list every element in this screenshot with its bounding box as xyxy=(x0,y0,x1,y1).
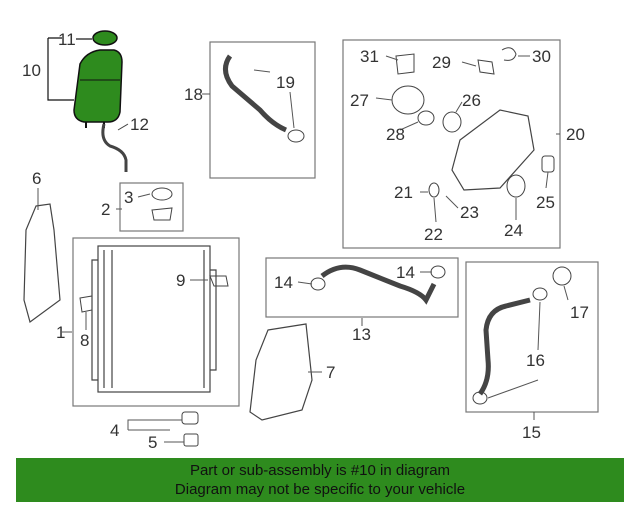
callout-9: 9 xyxy=(176,271,185,290)
air-guide-7[interactable] xyxy=(249,323,313,421)
connector-17[interactable] xyxy=(552,266,572,286)
callout-10: 10 xyxy=(22,61,41,80)
hose-group-box-13 xyxy=(265,257,459,318)
callout-20: 20 xyxy=(566,125,585,144)
clip-9[interactable] xyxy=(209,275,229,287)
bracket-3[interactable] xyxy=(151,187,173,201)
reservoir-cap-11[interactable] xyxy=(92,30,118,46)
callout-22: 22 xyxy=(424,225,443,244)
callout-15: 15 xyxy=(522,423,541,442)
callout-5: 5 xyxy=(148,433,157,452)
callout-11: 11 xyxy=(58,30,76,49)
parts-diagram: 1 2 3 4 5 6 7 8 9 10 11 12 13 14 14 15 1… xyxy=(22,30,599,452)
clamp-14-left[interactable] xyxy=(310,277,326,291)
radiator-group-box-1 xyxy=(72,237,240,407)
callout-1: 1 xyxy=(56,323,65,342)
callout-29: 29 xyxy=(432,53,451,72)
clamp-16-upper[interactable] xyxy=(532,287,548,301)
air-guide-6[interactable] xyxy=(23,203,61,324)
callout-24: 24 xyxy=(504,221,523,240)
banner-line-2: Diagram may not be specific to your vehi… xyxy=(174,481,466,498)
clamp-14-right[interactable] xyxy=(430,265,446,279)
callout-30: 30 xyxy=(532,47,551,66)
clip-30[interactable] xyxy=(501,47,517,61)
sensor-29[interactable] xyxy=(477,59,495,75)
overflow-hose-12[interactable] xyxy=(101,123,128,172)
callout-4: 4 xyxy=(110,421,119,440)
thermostat-group-box-20 xyxy=(342,39,561,249)
drain-plug-4[interactable] xyxy=(181,411,199,425)
callout-17: 17 xyxy=(570,303,589,322)
thermostat-26[interactable] xyxy=(442,111,462,133)
hose-19[interactable] xyxy=(223,54,288,133)
callout-2: 2 xyxy=(101,200,110,219)
hose-15[interactable] xyxy=(477,297,531,396)
callout-27: 27 xyxy=(350,91,369,110)
thermostat-housing[interactable] xyxy=(451,109,535,191)
callout-16: 16 xyxy=(526,351,545,370)
callout-23: 23 xyxy=(460,203,479,222)
reservoir-tank-10[interactable] xyxy=(73,49,123,128)
callout-12: 12 xyxy=(130,115,149,134)
bracket-31[interactable] xyxy=(395,53,415,75)
callout-19: 19 xyxy=(276,73,295,92)
bracket-8[interactable] xyxy=(79,295,93,313)
callout-6: 6 xyxy=(32,169,41,188)
callout-14-left: 14 xyxy=(274,273,293,292)
banner-line-1: Part or sub-assembly is #10 in diagram xyxy=(189,462,451,479)
hose-group-box-18 xyxy=(209,41,316,179)
callout-28: 28 xyxy=(386,125,405,144)
hose-13[interactable] xyxy=(320,264,437,305)
gasket-28[interactable] xyxy=(417,110,435,126)
seal-21[interactable] xyxy=(428,182,440,198)
callout-14-right: 14 xyxy=(396,263,415,282)
callout-7: 7 xyxy=(326,363,335,382)
gasket-25[interactable] xyxy=(541,155,555,173)
callout-21: 21 xyxy=(394,183,413,202)
callout-18: 18 xyxy=(184,85,203,104)
clamp-16-lower[interactable] xyxy=(472,391,488,405)
bracket-group-box-2 xyxy=(119,182,184,232)
hose-group-box-15 xyxy=(465,261,599,413)
callout-25: 25 xyxy=(536,193,555,212)
radiator-core[interactable] xyxy=(91,245,217,393)
callout-3: 3 xyxy=(124,188,133,207)
housing-cover-27[interactable] xyxy=(391,85,425,115)
callout-13: 13 xyxy=(352,325,371,344)
callout-26: 26 xyxy=(462,91,481,110)
drain-cock-5[interactable] xyxy=(183,433,199,447)
callout-8: 8 xyxy=(80,331,89,350)
seal-24[interactable] xyxy=(506,174,526,198)
info-banner: Part or sub-assembly is #10 in diagram D… xyxy=(16,458,624,502)
callout-31: 31 xyxy=(360,47,379,66)
